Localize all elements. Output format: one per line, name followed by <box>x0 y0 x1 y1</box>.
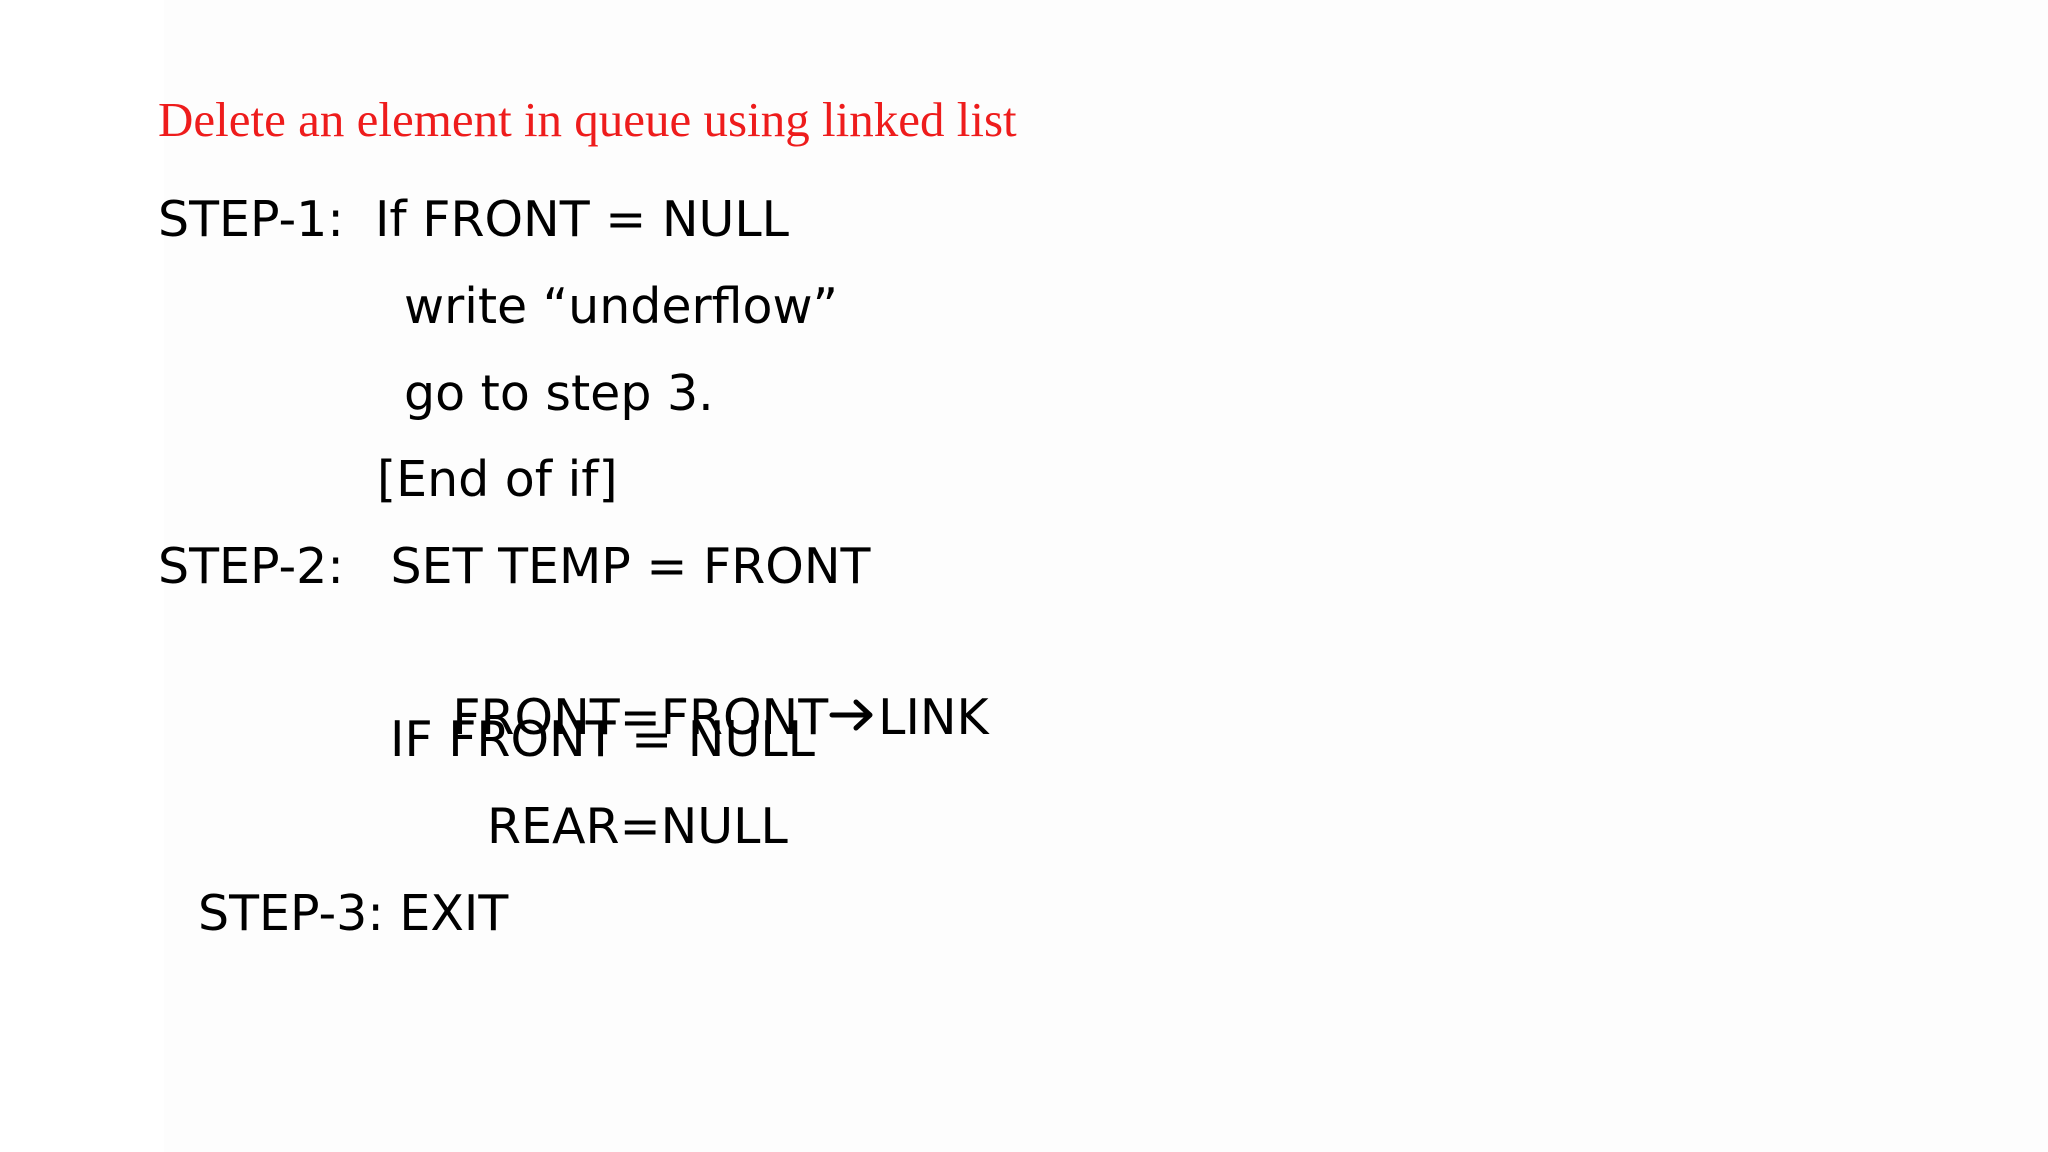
front-assignment: FRONT=FRONT <box>452 689 829 746</box>
rear-null-line: REAR=NULL <box>487 798 788 855</box>
goto-line: go to step 3. <box>404 365 714 422</box>
step-2-line: STEP-2: SET TEMP = FRONT <box>158 538 871 595</box>
if-front-null-line: IF FRONT = NULL <box>390 711 815 768</box>
step-3-line: STEP-3: EXIT <box>198 885 509 942</box>
link-text: LINK <box>878 689 989 746</box>
front-link-line: FRONT=FRONT LINK <box>390 622 989 814</box>
end-if-line: [End of if] <box>377 451 618 508</box>
step-1-line: STEP-1: If FRONT = NULL <box>158 191 789 248</box>
slide-title: Delete an element in queue using linked … <box>158 92 1017 147</box>
slide-shade <box>164 0 2048 1152</box>
right-arrow-icon <box>828 686 878 750</box>
underflow-line: write “underflow” <box>404 278 838 335</box>
